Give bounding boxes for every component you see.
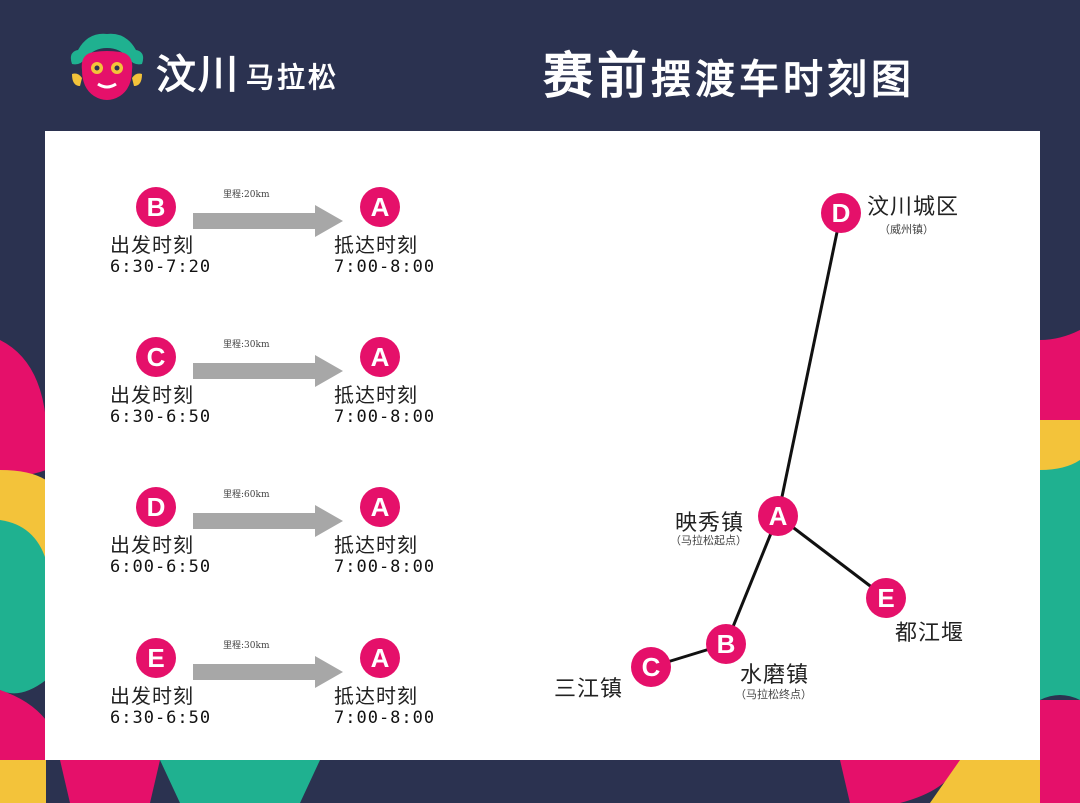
distance-label: 里程:20km (223, 190, 270, 200)
destination-badge: A (360, 638, 400, 678)
title-part1: 赛前 (543, 46, 651, 105)
origin-badge: B (136, 187, 176, 227)
map-label-dujiangyan: 都江堰 (895, 621, 965, 646)
distance-label: 里程:30km (223, 340, 270, 350)
marathon-mask-logo-icon (70, 33, 144, 100)
route-line-a-b (724, 515, 780, 645)
route-line-a-e (777, 514, 887, 600)
schedule-row: 里程:30km C A 出发时刻 6:30-6:50 抵达时刻 7:00-8:0… (45, 337, 465, 447)
map-node-d: D (821, 193, 861, 233)
schedule-row: 里程:30km E A 出发时刻 6:30-6:50 抵达时刻 7:00-8:0… (45, 638, 465, 748)
header: 汶川 马拉松 赛前摆渡车时刻图 (0, 0, 1080, 128)
map-note-finish: （马拉松终点） (735, 688, 812, 701)
arrive-time: 7:00-8:00 (334, 557, 436, 577)
depart-time: 6:30-6:50 (110, 708, 212, 728)
destination-badge: A (360, 187, 400, 227)
right-arrow-icon (193, 505, 343, 537)
depart-time: 6:30-7:20 (110, 257, 212, 277)
arrive-time: 7:00-8:00 (334, 257, 436, 277)
arrive-label: 抵达时刻 (334, 233, 418, 257)
right-arrow-icon (193, 656, 343, 688)
origin-badge: E (136, 638, 176, 678)
distance-label: 里程:60km (223, 490, 270, 500)
depart-label: 出发时刻 (110, 233, 194, 257)
map-node-b: B (706, 624, 746, 664)
brand-name: 汶川 (156, 51, 240, 98)
map-note-weizhou: （威州镇） (879, 223, 934, 236)
map-note-start: （马拉松起点） (670, 534, 747, 547)
origin-badge: C (136, 337, 176, 377)
map-label-wenchuan: 汶川城区 (867, 195, 960, 220)
content-panel: 里程:20km B A 出发时刻 6:30-7:20 抵达时刻 7:00-8:0… (45, 131, 1040, 760)
right-arrow-icon (193, 355, 343, 387)
map-label-sanjiang: 三江镇 (554, 677, 624, 702)
schedule-row: 里程:20km B A 出发时刻 6:30-7:20 抵达时刻 7:00-8:0… (45, 187, 465, 297)
arrive-label: 抵达时刻 (334, 533, 418, 557)
page-title: 赛前摆渡车时刻图 (543, 36, 915, 108)
map-node-e: E (866, 578, 906, 618)
depart-label: 出发时刻 (110, 684, 194, 708)
schedule-row: 里程:60km D A 出发时刻 6:00-6:50 抵达时刻 7:00-8:0… (45, 487, 465, 597)
arrive-label: 抵达时刻 (334, 383, 418, 407)
depart-time: 6:30-6:50 (110, 407, 212, 427)
destination-badge: A (360, 337, 400, 377)
route-line-d-a (776, 212, 843, 517)
depart-label: 出发时刻 (110, 383, 194, 407)
depart-time: 6:00-6:50 (110, 557, 212, 577)
origin-badge: D (136, 487, 176, 527)
map-node-a: A (758, 496, 798, 536)
right-arrow-icon (193, 205, 343, 237)
arrive-time: 7:00-8:00 (334, 708, 436, 728)
arrive-label: 抵达时刻 (334, 684, 418, 708)
route-lines (650, 212, 887, 669)
route-map: D 汶川城区 （威州镇） A 映秀镇 （马拉松起点） E 都江堰 B 水磨镇 （… (45, 131, 1040, 760)
title-part2: 摆渡车时刻图 (651, 56, 915, 103)
map-node-c: C (631, 647, 671, 687)
arrive-time: 7:00-8:00 (334, 407, 436, 427)
map-label-yingxiu: 映秀镇 (675, 511, 745, 536)
destination-badge: A (360, 487, 400, 527)
distance-label: 里程:30km (223, 641, 270, 651)
depart-label: 出发时刻 (110, 533, 194, 557)
brand-subtitle: 马拉松 (246, 61, 340, 94)
map-label-shuimo: 水磨镇 (740, 663, 810, 688)
